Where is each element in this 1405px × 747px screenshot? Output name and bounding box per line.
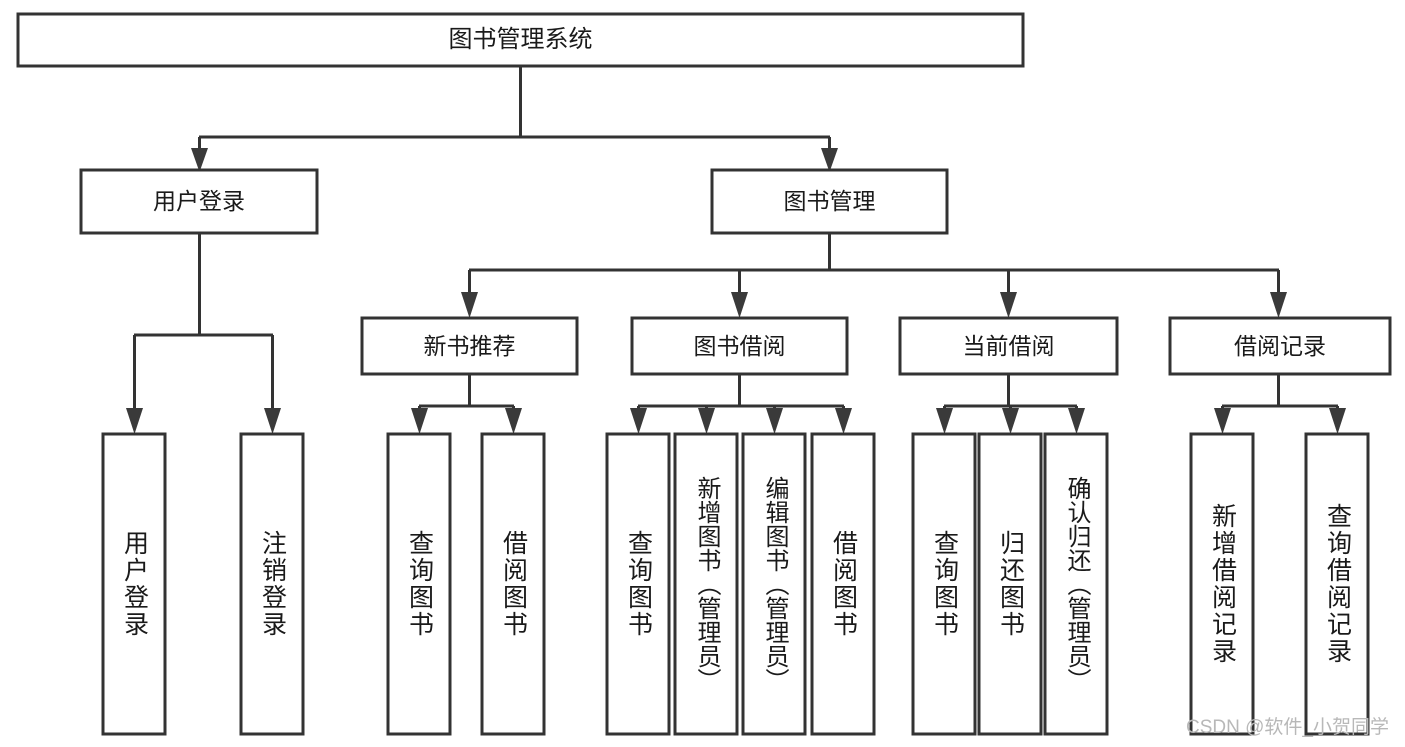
box-layer [16,12,1392,736]
arrow-user-login-leaf0 [126,408,143,434]
node-box-leaf-book-borrow-1[interactable] [673,432,739,736]
arrow-borrow-record-leaf1 [1329,408,1346,434]
node-box-leaf-book-borrow-0[interactable] [605,432,671,736]
arrow-to-current-borrow [1000,292,1017,318]
node-box-current-borrow[interactable] [898,316,1119,376]
arrow-to-new-book [461,292,478,318]
arrow-book-borrow-leaf1 [698,408,715,434]
arrow-new-book-leaf1 [505,408,522,434]
arrow-user-login-leaf1 [264,408,281,434]
arrow-to-book-borrow [731,292,748,318]
node-box-leaf-borrow-record-0[interactable] [1189,432,1255,736]
arrow-current-borrow-leaf2 [1068,408,1085,434]
node-box-book-manage[interactable] [710,168,949,235]
node-box-leaf-borrow-record-1[interactable] [1304,432,1370,736]
arrow-current-borrow-leaf1 [1002,408,1019,434]
arrow-to-user-login [191,148,208,172]
node-box-book-borrow[interactable] [630,316,849,376]
arrow-new-book-leaf0 [411,408,428,434]
node-box-root[interactable] [16,12,1025,68]
node-box-leaf-user-login-0[interactable] [101,432,167,736]
node-box-leaf-new-book-0[interactable] [386,432,452,736]
node-box-leaf-new-book-1[interactable] [480,432,546,736]
node-box-user-login[interactable] [79,168,319,235]
arrow-current-borrow-leaf0 [936,408,953,434]
arrow-to-borrow-record [1270,292,1287,318]
connector-layer [126,66,1346,434]
node-box-leaf-book-borrow-2[interactable] [741,432,807,736]
node-box-leaf-book-borrow-3[interactable] [810,432,876,736]
node-box-leaf-current-borrow-1[interactable] [977,432,1043,736]
arrow-book-borrow-leaf3 [835,408,852,434]
arrow-book-borrow-leaf2 [766,408,783,434]
node-box-new-book-recommend[interactable] [360,316,579,376]
node-box-borrow-record[interactable] [1168,316,1392,376]
node-box-leaf-current-borrow-0[interactable] [911,432,977,736]
node-box-leaf-current-borrow-2[interactable] [1043,432,1109,736]
arrow-book-borrow-leaf0 [630,408,647,434]
arrow-to-book-manage [821,148,838,172]
arrow-borrow-record-leaf0 [1214,408,1231,434]
node-box-leaf-user-login-1[interactable] [239,432,305,736]
